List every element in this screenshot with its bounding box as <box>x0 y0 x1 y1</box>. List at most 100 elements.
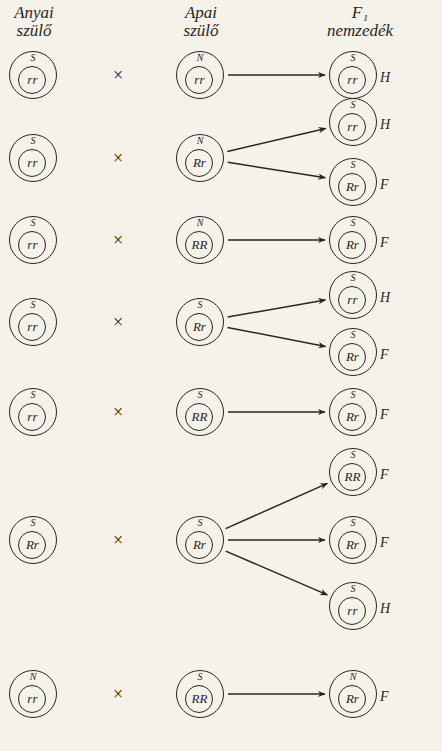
column-header: F₁ nemzedék <box>318 4 402 40</box>
cytoplasm-label: S <box>177 389 223 400</box>
cytoplasm-label: S <box>330 217 376 228</box>
genotype-text: rr <box>27 73 37 87</box>
cell-circle: SRr <box>329 328 377 376</box>
genotype-text: Rr <box>346 538 359 552</box>
cell-circle: Srr <box>329 271 377 319</box>
genotype-circle: rr <box>338 66 366 94</box>
cytoplasm-label: S <box>330 389 376 400</box>
inheritance-arrow <box>228 693 325 695</box>
genotype-circle: RR <box>185 685 213 713</box>
inheritance-arrow <box>228 239 325 241</box>
fertility-letter: F <box>380 408 389 423</box>
cytoplasm-label: N <box>177 52 223 63</box>
genotype-text: RR <box>191 410 207 424</box>
genotype-circle: rr <box>18 231 46 259</box>
genotype-text: rr <box>27 238 37 252</box>
cell-circle: S Rr <box>329 158 377 206</box>
genotype-text: RR <box>344 470 360 484</box>
genotype-text: rr <box>347 604 357 618</box>
cell-circle: SRr <box>9 516 57 564</box>
cell-circle: Srr <box>329 51 377 99</box>
cell-circle: Srr <box>329 582 377 630</box>
cytoplasm-label: S <box>177 671 223 682</box>
cytoplasm-label: S <box>10 52 56 63</box>
cell-circle: SRr <box>329 516 377 564</box>
genotype-text: rr <box>347 120 357 134</box>
cell-circle: S Rr <box>329 388 377 436</box>
genotype-text: Rr <box>346 180 359 194</box>
genotype-circle: rr <box>18 66 46 94</box>
genotype-circle: Rr <box>185 531 213 559</box>
genotype-circle: Rr <box>338 403 366 431</box>
inheritance-arrow <box>228 411 325 413</box>
genotype-circle: RR <box>338 463 366 491</box>
cell-circle: S RR <box>176 388 224 436</box>
cell-circle: S RR <box>176 670 224 718</box>
cross-sign: × <box>113 149 123 168</box>
genotype-circle: RR <box>185 403 213 431</box>
genotype-circle: rr <box>185 66 213 94</box>
cell-circle: S Rr <box>176 516 224 564</box>
inheritance-arrow <box>227 128 325 151</box>
cytoplasm-label: N <box>177 135 223 146</box>
cell-circle: Srr <box>9 298 57 346</box>
cell-circle: Srr <box>9 388 57 436</box>
cross-sign: × <box>113 531 123 550</box>
genotype-text: rr <box>27 156 37 170</box>
genotype-text: Rr <box>193 320 206 334</box>
cell-circle: Srr <box>9 216 57 264</box>
cross-sign: × <box>113 685 123 704</box>
genotype-circle: Rr <box>185 149 213 177</box>
cytoplasm-label: S <box>330 583 376 594</box>
genotype-text: Rr <box>346 410 359 424</box>
cytoplasm-label: S <box>330 449 376 460</box>
cross-sign: × <box>113 403 123 422</box>
inheritance-arrow <box>226 551 328 595</box>
cytoplasm-label: S <box>10 217 56 228</box>
genotype-text: rr <box>347 73 357 87</box>
cell-circle: S Rr <box>176 298 224 346</box>
cytoplasm-label: S <box>330 159 376 170</box>
fertility-letter: F <box>380 348 389 363</box>
cell-circle: Nrr <box>9 670 57 718</box>
cytoplasm-label: S <box>177 299 223 310</box>
cytoplasm-label: S <box>177 517 223 528</box>
cytoplasm-label: S <box>330 99 376 110</box>
genotype-circle: Rr <box>338 231 366 259</box>
genotype-circle: rr <box>18 685 46 713</box>
genotype-text: rr <box>347 293 357 307</box>
cell-circle: Srr <box>9 51 57 99</box>
cytoplasm-label: S <box>10 389 56 400</box>
genotype-text: RR <box>191 692 207 706</box>
cytoplasm-label: N <box>330 671 376 682</box>
fertility-letter: H <box>380 602 390 617</box>
column-header: Apai szülő <box>172 4 230 40</box>
genotype-text: rr <box>27 320 37 334</box>
cytoplasm-label: S <box>330 329 376 340</box>
inheritance-arrow <box>228 162 326 177</box>
fertility-letter: H <box>380 118 390 133</box>
genotype-circle: rr <box>338 597 366 625</box>
cell-circle: N Rr <box>329 670 377 718</box>
fertility-letter: F <box>380 178 389 193</box>
fertility-letter: F <box>380 690 389 705</box>
genotype-text: Rr <box>346 692 359 706</box>
genotype-circle: rr <box>338 113 366 141</box>
genotype-circle: Rr <box>338 531 366 559</box>
genotype-circle: Rr <box>185 313 213 341</box>
genotype-circle: rr <box>18 149 46 177</box>
genotype-circle: Rr <box>338 685 366 713</box>
cytoplasm-label: S <box>330 52 376 63</box>
cell-circle: NRR <box>176 216 224 264</box>
cytoplasm-label: N <box>10 671 56 682</box>
cytoplasm-label: S <box>10 135 56 146</box>
cell-circle: Srr <box>329 98 377 146</box>
genotype-text: Rr <box>346 238 359 252</box>
cytoplasm-label: S <box>10 299 56 310</box>
genotype-text: RR <box>191 238 207 252</box>
column-header: Anyai szülő <box>4 4 64 40</box>
inheritance-arrow <box>228 300 326 317</box>
genotype-text: rr <box>194 73 204 87</box>
genotype-circle: RR <box>185 231 213 259</box>
